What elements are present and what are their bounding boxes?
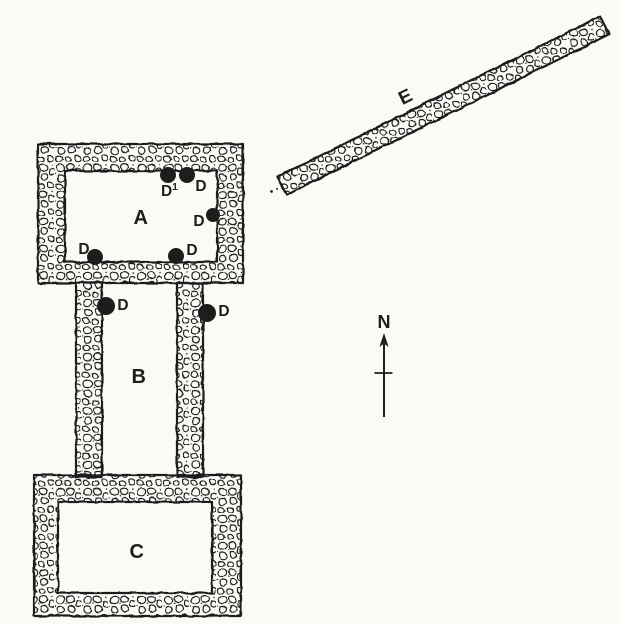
doorway-dot-d-southwest — [87, 249, 103, 265]
masonry-walls — [32, 14, 611, 618]
room-b-label: B — [132, 366, 147, 388]
room-a-label: A — [134, 207, 149, 229]
north-arrow-head — [379, 333, 389, 347]
room-c-label: C — [130, 541, 145, 563]
wall-e-tip-specks — [270, 188, 278, 194]
doorway-label-d-north: D — [195, 178, 206, 195]
north-label: N — [378, 312, 391, 332]
doorway-label-d-southwest: D — [78, 241, 89, 258]
doorway-dot-d-south — [168, 248, 184, 264]
doorway-label-d1: D1 — [161, 182, 178, 200]
doorway-dot-d1 — [160, 167, 176, 183]
doorway-dots — [87, 167, 220, 322]
wall-e-label: E — [395, 85, 416, 109]
doorway-dot-d-corridor-west — [97, 297, 115, 315]
wall-e — [276, 14, 611, 197]
doorway-dot-d-east — [206, 208, 220, 222]
doorway-dot-d-north — [179, 167, 195, 183]
doorway-label-d-south: D — [186, 242, 197, 259]
doorway-label-d-corridor-east: D — [218, 303, 229, 320]
labels: A B C D1 D D D D D D E N — [78, 85, 416, 563]
room-c-walls — [32, 473, 243, 618]
doorway-label-d-east: D — [193, 213, 204, 230]
north-arrow — [374, 333, 393, 417]
corridor-b-wall-west — [74, 281, 104, 479]
doorway-dot-d-corridor-east — [198, 304, 216, 322]
doorway-label-d-corridor-west: D — [117, 297, 128, 314]
